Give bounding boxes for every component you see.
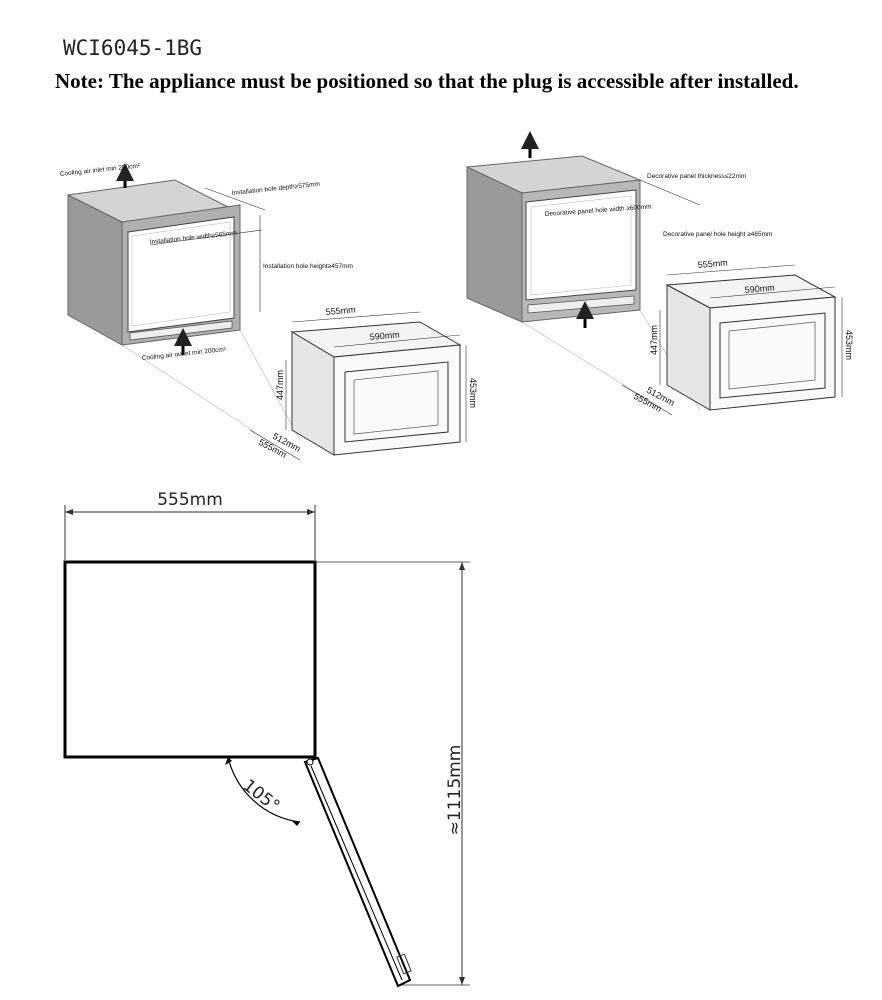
air-inlet-label: Cooling air inlet min 200cm² (59, 163, 141, 178)
installation-note: Note: The appliance must be positioned s… (55, 69, 799, 93)
dim-555-label: 555mm (325, 304, 356, 317)
hole-height-label: Installation hole height≥457mm (263, 263, 353, 270)
right-dim-555-label: 555mm (697, 257, 728, 270)
right-dim-447-label: 447mm (649, 325, 659, 355)
right-dim-453-label: 453mm (844, 330, 854, 360)
door-angle-label: 105° (239, 776, 284, 817)
top-width-label: 555mm (157, 490, 223, 510)
left-cabinet-diagram: Cooling air inlet min 200cm² Installatio… (59, 163, 478, 461)
panel-thickness-label: Decorative panel thickness≤22mm (647, 173, 746, 180)
hole-depth-label: Installation hole depth≥575mm (231, 181, 320, 197)
model-number: WCI6045-1BG (63, 36, 203, 60)
top-length-label: ≈1115mm (445, 745, 465, 836)
appliance-outline (63, 560, 317, 759)
right-cabinet-diagram: Decorative panel thickness≤22mm Decorati… (465, 131, 854, 416)
dim-447-label: 447mm (275, 370, 285, 400)
top-view-diagram: 555mm ≈1115mm 105° (63, 490, 470, 988)
open-door (303, 756, 412, 988)
dim-590-label: 590mm (369, 329, 400, 342)
panel-height-label: Decorative panel hole height ≥465mm (663, 231, 772, 238)
dim-453-label: 453mm (468, 378, 478, 408)
right-dim-590-label: 590mm (744, 282, 775, 295)
